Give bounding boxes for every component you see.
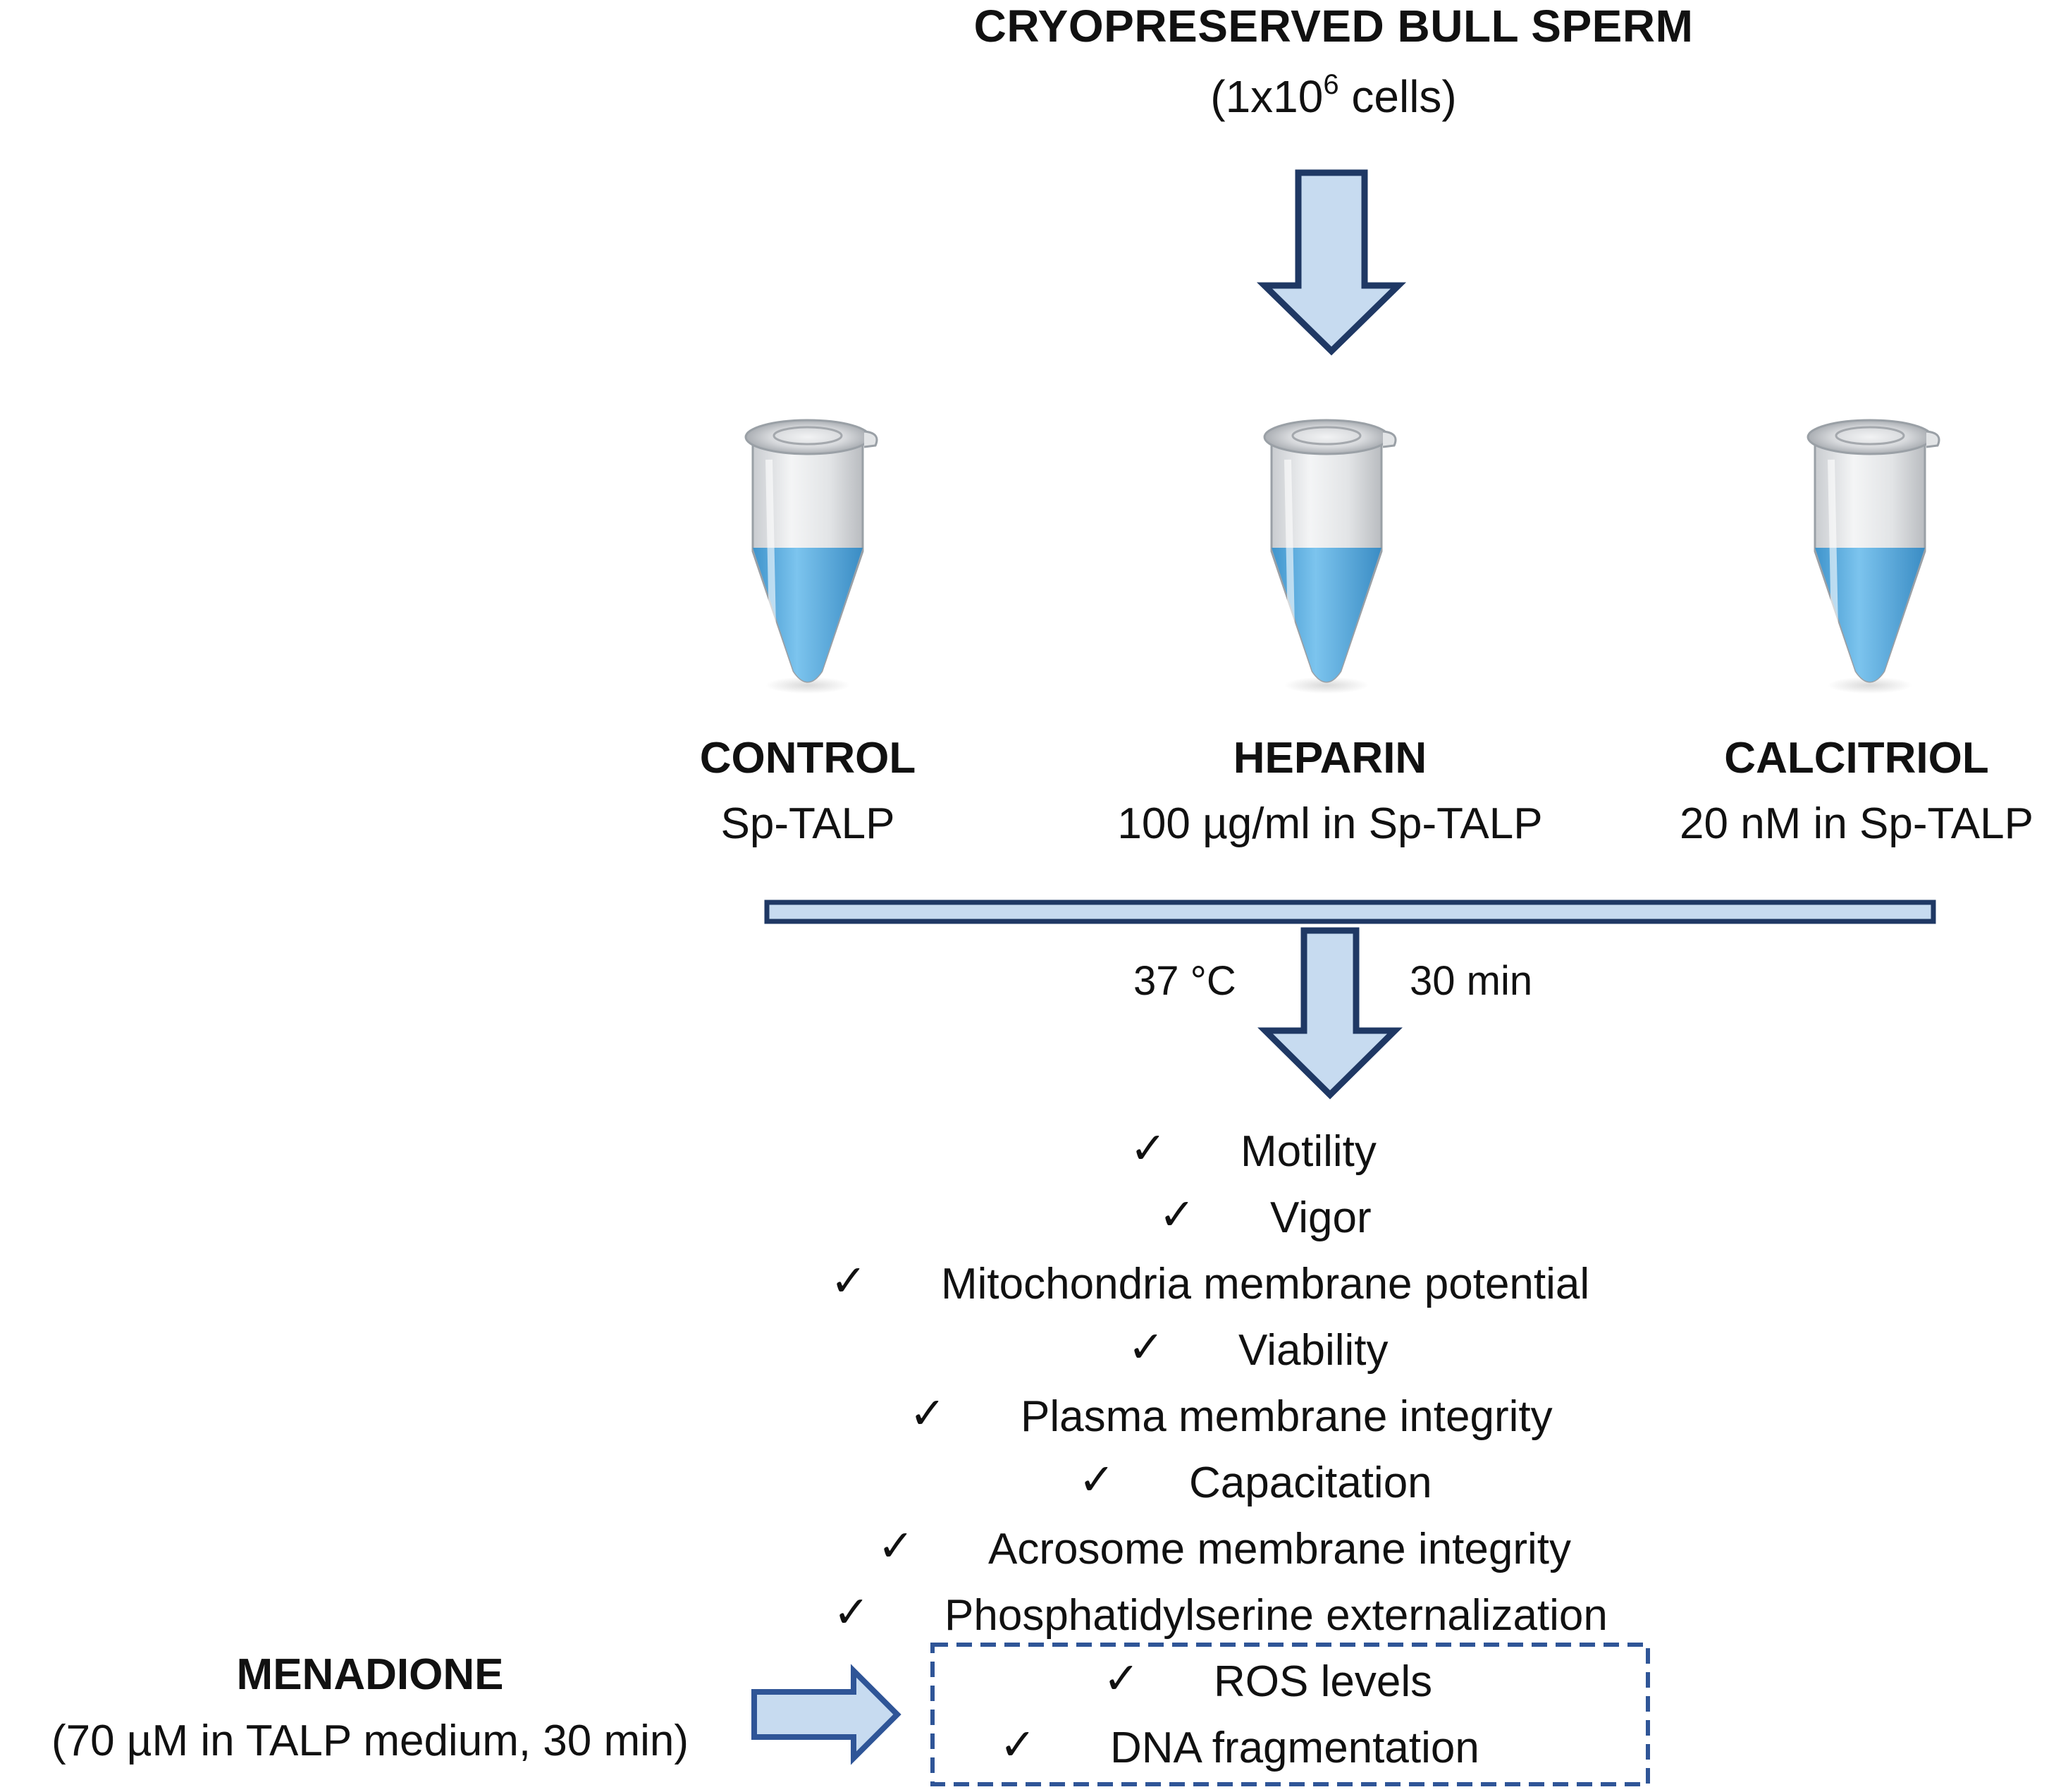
right-arrow-menadione: [751, 1664, 901, 1765]
check-icon: ✓: [909, 1387, 946, 1439]
group-calcitriol-condition: 20 nM in Sp-TALP: [1680, 799, 2033, 848]
incubation-time: 30 min: [1410, 958, 1533, 1004]
check-icon: ✓: [1128, 1321, 1164, 1373]
menadione-assay-box: [930, 1643, 1650, 1786]
list-item: ✓ Capacitation: [0, 1454, 2068, 1524]
list-item: ✓ ROS levels: [0, 1652, 2068, 1723]
cell-count: (1x106 cells): [1210, 69, 1457, 122]
list-item: ✓ Vigor: [0, 1189, 2068, 1259]
check-icon: ✓: [1103, 1652, 1140, 1704]
assay-label: Phosphatidylserine externalization: [944, 1591, 1608, 1640]
assay-label: Motility: [1241, 1127, 1377, 1176]
list-item: ✓ Phosphatidylserine externalization: [0, 1586, 2068, 1657]
check-icon: ✓: [1130, 1122, 1167, 1174]
down-arrow-incubation: [1257, 927, 1403, 1100]
assay-label: Capacitation: [1189, 1459, 1432, 1507]
assay-label: Mitochondria membrane potential: [941, 1260, 1590, 1308]
list-item: ✓ Acrosome membrane integrity: [0, 1520, 2068, 1590]
assay-label: Viability: [1238, 1326, 1389, 1375]
group-control-name: CONTROL: [699, 734, 916, 783]
incubation-temperature: 37 °C: [1133, 958, 1236, 1004]
assay-label: Vigor: [1270, 1193, 1372, 1242]
list-item: ✓ Motility: [0, 1122, 2068, 1193]
assay-label: ROS levels: [1214, 1657, 1433, 1706]
assay-label: Acrosome membrane integrity: [988, 1525, 1571, 1573]
check-icon: ✓: [878, 1520, 914, 1571]
list-item: ✓ Mitochondria membrane potential: [0, 1255, 2068, 1325]
group-calcitriol-name: CALCITRIOL: [1724, 734, 1989, 783]
grouping-bar: [764, 900, 1936, 924]
page-title: CRYOPRESERVED BULL SPERM: [973, 1, 1694, 51]
check-icon: ✓: [833, 1586, 870, 1638]
check-icon: ✓: [999, 1719, 1036, 1770]
assay-label: DNA fragmentation: [1110, 1724, 1479, 1772]
check-icon: ✓: [830, 1255, 867, 1306]
list-item: ✓ Viability: [0, 1321, 2068, 1392]
group-control-condition: Sp-TALP: [720, 799, 895, 848]
assay-label: Plasma membrane integrity: [1021, 1392, 1553, 1441]
down-arrow-top: [1256, 169, 1407, 356]
list-item: ✓ Plasma membrane integrity: [0, 1387, 2068, 1458]
group-heparin-name: HEPARIN: [1233, 734, 1427, 783]
group-heparin-condition: 100 µg/ml in Sp-TALP: [1117, 799, 1543, 848]
menadione-name: MENADIONE: [236, 1650, 504, 1699]
check-icon: ✓: [1159, 1189, 1195, 1240]
list-item: ✓ DNA fragmentation: [0, 1719, 2068, 1789]
check-icon: ✓: [1078, 1454, 1115, 1505]
menadione-detail: (70 µM in TALP medium, 30 min): [51, 1717, 689, 1765]
